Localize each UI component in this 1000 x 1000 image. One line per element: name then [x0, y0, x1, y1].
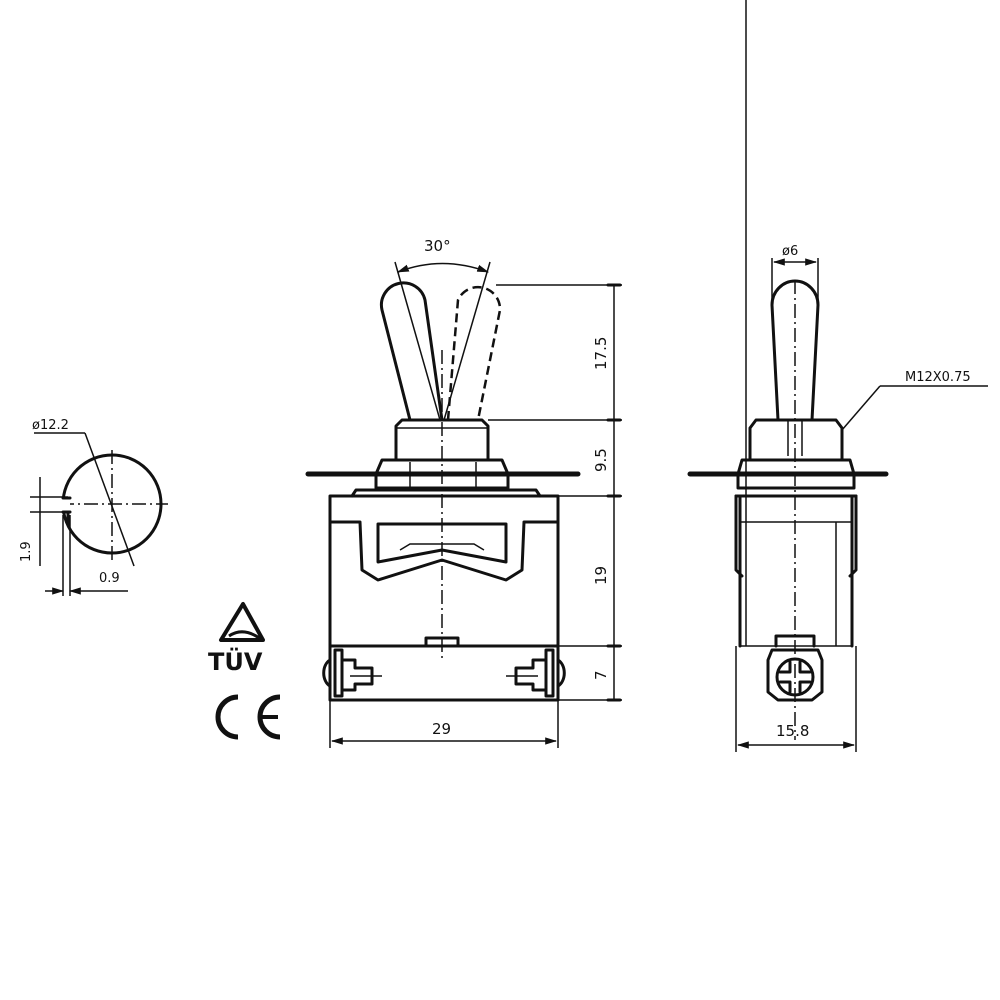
tuv-label: TÜV: [208, 646, 263, 676]
side-screw-terminal-icon: [766, 634, 824, 702]
side-bushing-nut: [748, 418, 844, 462]
key-width-label: 0.9: [99, 571, 120, 586]
lever-solid: [379, 281, 444, 422]
lower-hex-nut: [374, 472, 510, 490]
tuv-triangle-icon: [219, 602, 265, 642]
bushing-height-label: 9.5: [592, 448, 610, 472]
front-view: [305, 261, 622, 748]
upper-hex-nut: [374, 458, 510, 476]
internal-rocker: [328, 520, 560, 582]
key-height-label: 1.9: [19, 541, 34, 562]
thread-spec-label: M12X0.75: [905, 370, 971, 385]
body-width-label: 29: [432, 720, 451, 738]
hole-diameter-label: ø12.2: [32, 418, 69, 433]
tuv-logo: [219, 602, 265, 642]
body-height-label: 19: [592, 566, 610, 585]
lever-angle-label: 30°: [424, 237, 451, 255]
left-screw-terminal: [322, 648, 382, 698]
bushing-nut: [394, 418, 490, 462]
side-body: [734, 494, 858, 648]
right-screw-terminal: [506, 648, 566, 698]
mounting-hole-view: [30, 432, 168, 596]
lever-diameter-label: ø6: [782, 244, 798, 259]
ce-mark-icon: [215, 694, 281, 740]
side-view: [687, 0, 988, 752]
side-lever: [770, 279, 820, 422]
lever-height-label: 17.5: [592, 337, 610, 370]
side-width-label: 15.8: [776, 722, 809, 740]
lever-alternate: [446, 285, 502, 421]
terminal-height-label: 7: [592, 670, 610, 680]
